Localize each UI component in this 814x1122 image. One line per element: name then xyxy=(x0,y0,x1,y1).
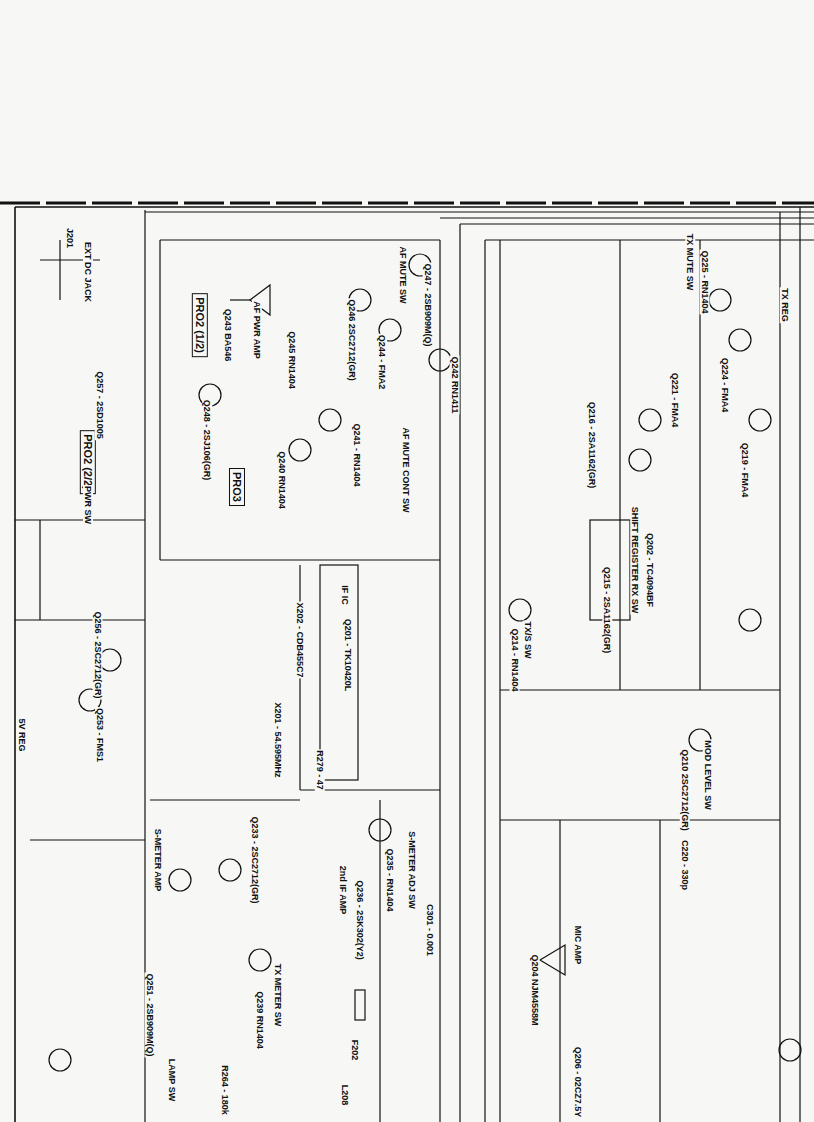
part-label: Q246 2SC2712(GR) xyxy=(347,298,357,382)
part-label: IF IC xyxy=(340,584,350,606)
part-label: X202 - CDB455C7 xyxy=(295,601,305,678)
part-label: Q240 RN1404 xyxy=(277,450,287,510)
part-label: MOD LEVEL SW xyxy=(703,739,713,810)
part-label: R279 - 47 xyxy=(315,749,325,791)
part-label: TX REG xyxy=(780,287,790,323)
part-label: 5V REG xyxy=(17,717,27,752)
part-label: TX METER SW xyxy=(273,963,283,1028)
part-label: Q233 - 2SC2712(GR) xyxy=(250,815,260,904)
part-label: Q253 - FMS1 xyxy=(95,707,105,763)
part-label: X201 - 54.595MHz xyxy=(273,701,283,778)
part-label: Q201 - TK10420L xyxy=(343,618,353,693)
board-ref: PRO2 (1/2) xyxy=(194,297,206,353)
part-label: R264 - 180k xyxy=(220,1064,230,1116)
part-label: C301 - 0.001 xyxy=(425,903,435,957)
part-label: SHIFT REGISTER RX SW xyxy=(630,506,640,615)
part-label: LAMP SW xyxy=(167,1058,177,1102)
part-label: Q256 - 2SC2712(GR) xyxy=(93,610,103,699)
part-label: Q214 - RN1404 xyxy=(510,627,520,692)
part-label: TX/S SW xyxy=(523,620,533,659)
part-label: Q245 RN1404 xyxy=(287,330,297,390)
part-label: Q244 - FMA2 xyxy=(377,334,387,391)
part-label: Q219 - FMA4 xyxy=(740,442,750,499)
part-label: AF MUTE CONT SW xyxy=(400,427,410,514)
pcb-ref-box: PRO3 xyxy=(229,468,245,506)
part-label: Q221 - FMA4 xyxy=(670,372,680,429)
part-label: S-METER AMP xyxy=(153,828,163,893)
part-label: Q242 RN1411 xyxy=(450,355,460,414)
part-label: C220 - 330p xyxy=(680,839,690,891)
part-label: Q236 - 2SK302(Y2) xyxy=(355,879,365,961)
part-label: Q204 NJM4558M xyxy=(530,953,540,1026)
part-label: Q210 2SC2712(GR) xyxy=(680,748,690,832)
part-label: Q247 - 2SB909M(Q) xyxy=(423,262,433,347)
part-label: Q243 BA546 xyxy=(223,308,233,363)
part-label: Q202 - TC4094BF xyxy=(645,532,655,608)
part-label: S-METER ADJ SW xyxy=(407,830,417,910)
part-label: F202 xyxy=(350,1039,360,1062)
part-label: Q206 - 02CZ7.5Y xyxy=(573,1045,583,1118)
part-label: AF PWR AMP xyxy=(252,300,262,360)
part-label: Q251 - 2SB909M(Q) xyxy=(145,972,155,1057)
part-label: Q235 - RN1404 xyxy=(385,847,395,912)
part-label: Q216 - 2SA1162(GR) xyxy=(587,401,597,490)
part-label: Q248 - 2SJ106(GR) xyxy=(202,399,212,482)
board-ref: PRO3 xyxy=(231,472,243,502)
part-label: L208 xyxy=(340,1084,350,1107)
part-label: AF MUTE SW xyxy=(397,246,407,305)
pcb-ref-box: PRO2 (1/2) xyxy=(192,293,208,357)
part-label: Q257 - 2SD1005 xyxy=(95,370,105,440)
part-label: EXT DC JACK xyxy=(83,241,93,303)
part-label: Q224 - FMA4 xyxy=(720,357,730,414)
part-label: 2nd IF AMP xyxy=(338,865,348,916)
board-ref: PRO2 (2/2) xyxy=(82,434,94,490)
part-label: Q225 - RN1404 xyxy=(700,249,710,314)
part-label: Q241 - RN1404 xyxy=(352,422,362,487)
part-label: Q239 RN1404 xyxy=(255,990,265,1050)
part-label: J201 xyxy=(65,227,75,249)
part-label: TX MUTE SW xyxy=(685,233,695,292)
part-label: PWR SW xyxy=(83,485,93,525)
part-label: MIC AMP xyxy=(573,925,583,966)
part-label: Q215 - 2SA1162(GR) xyxy=(602,566,612,655)
